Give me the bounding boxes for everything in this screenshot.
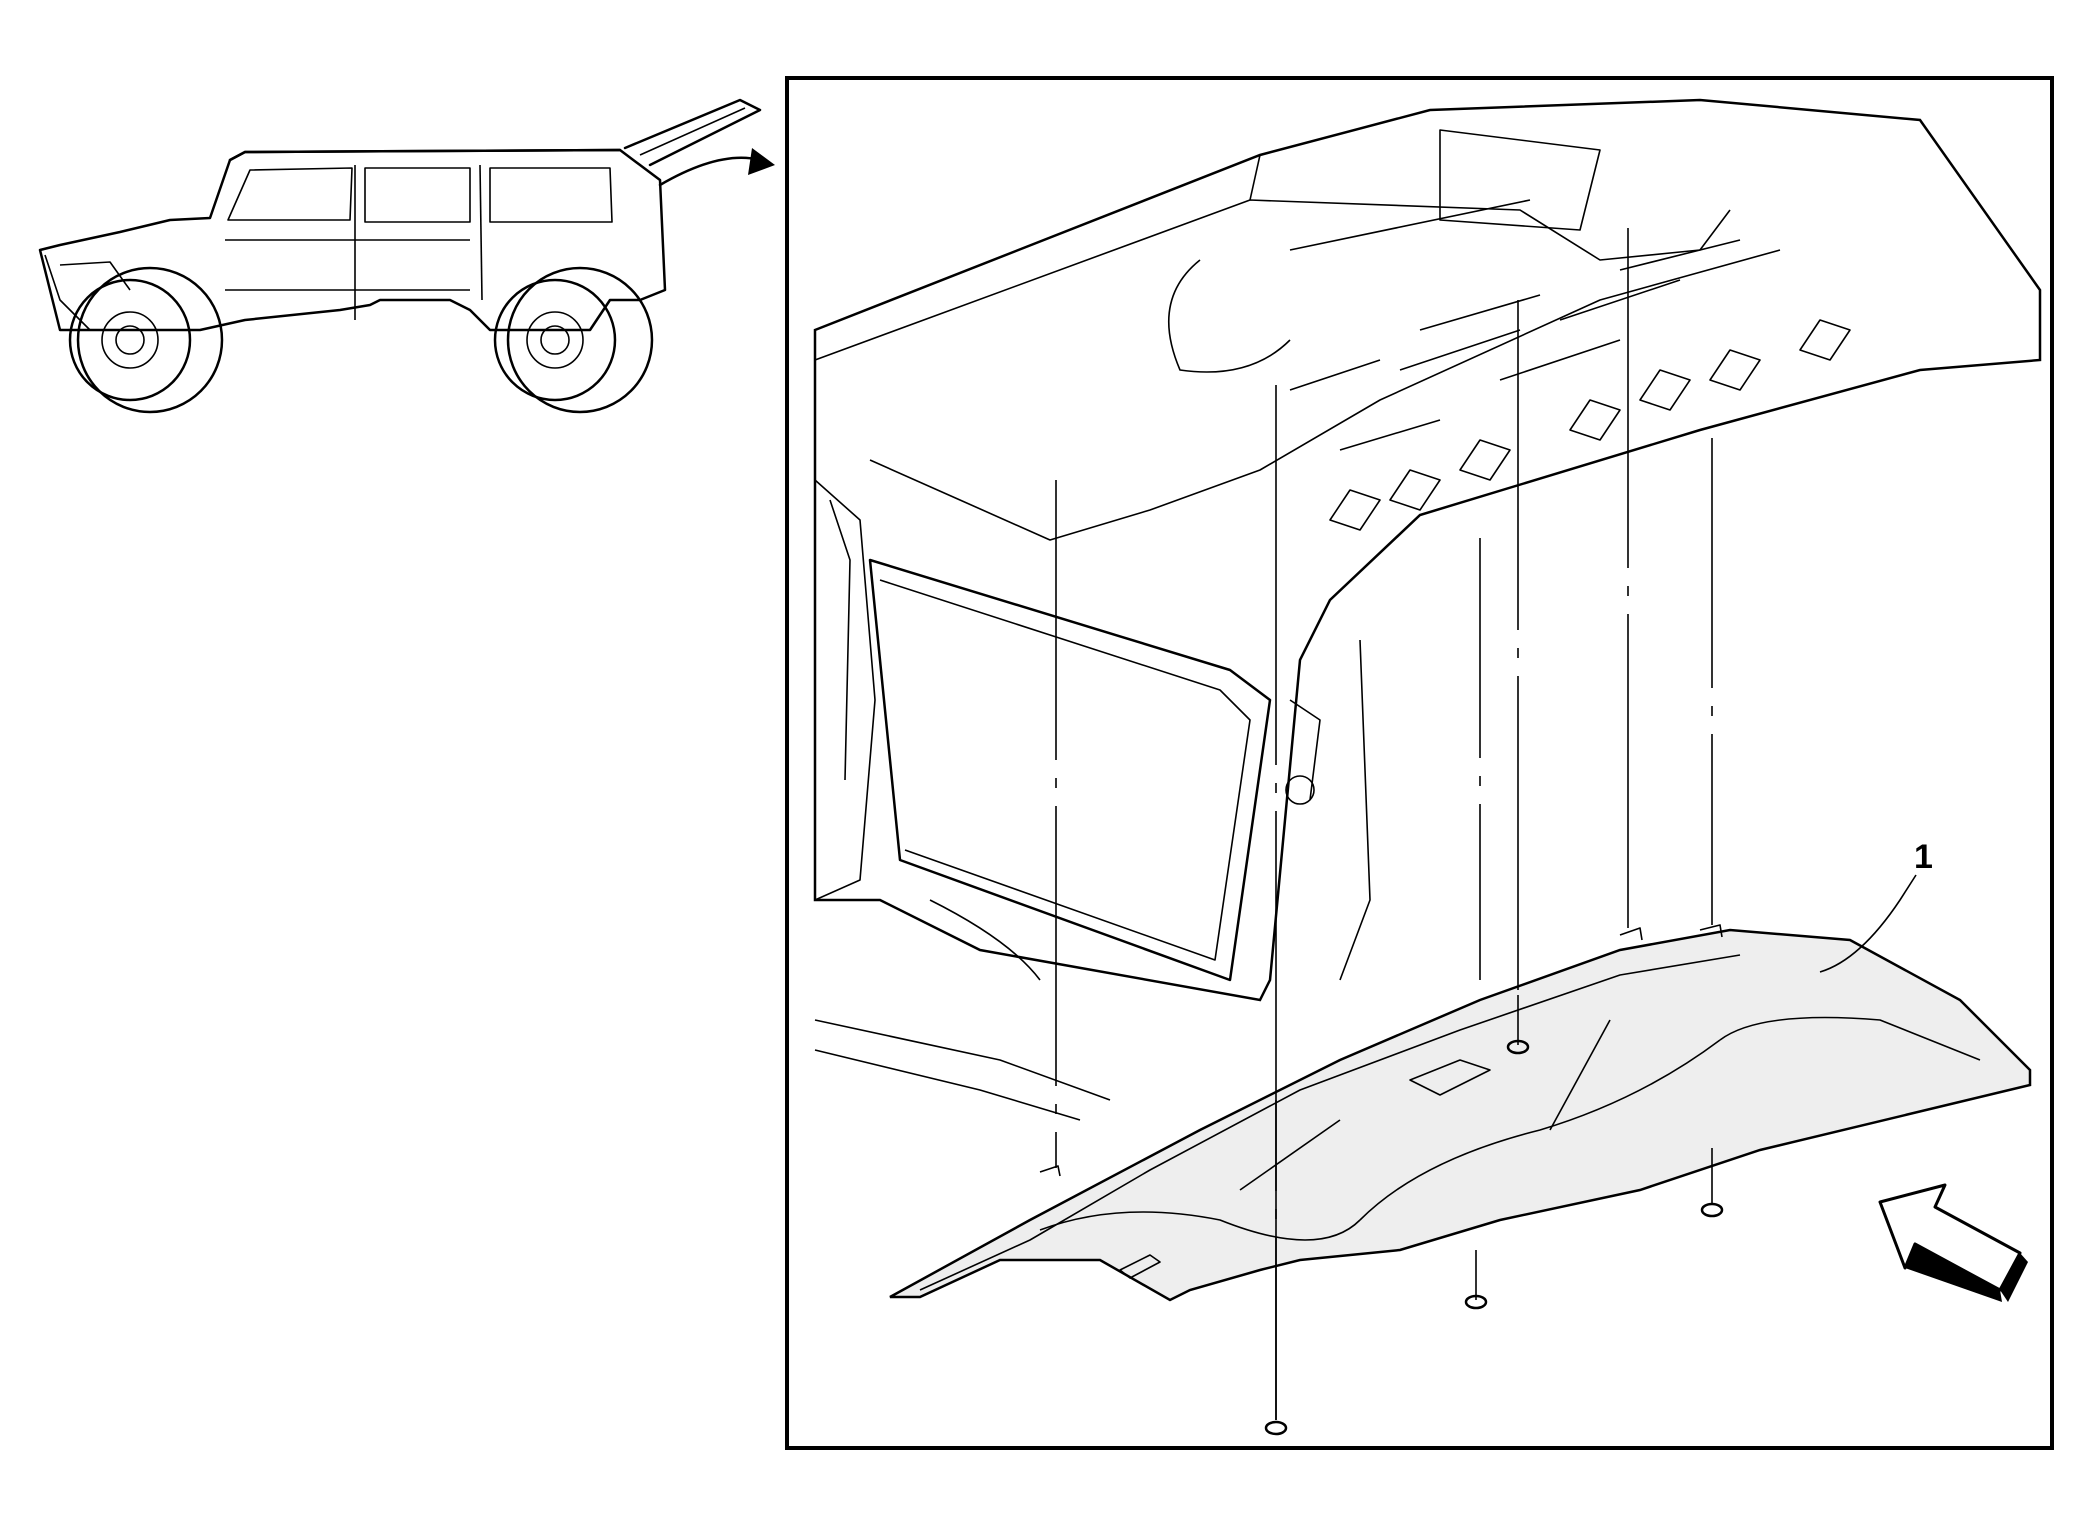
headliner-callout: 1 [1819, 838, 1933, 973]
callout-label-1: 1 [1914, 838, 1933, 876]
headliner-panel [889, 924, 2032, 1302]
vehicle-locator-icon [38, 98, 775, 414]
roof-interior-view [813, 98, 2042, 1121]
fastener-pins [1264, 1039, 1724, 1436]
view-direction-arrow-icon [1878, 1183, 2028, 1302]
alignment-lines [1055, 228, 1713, 1420]
detail-frame [785, 76, 2054, 1450]
